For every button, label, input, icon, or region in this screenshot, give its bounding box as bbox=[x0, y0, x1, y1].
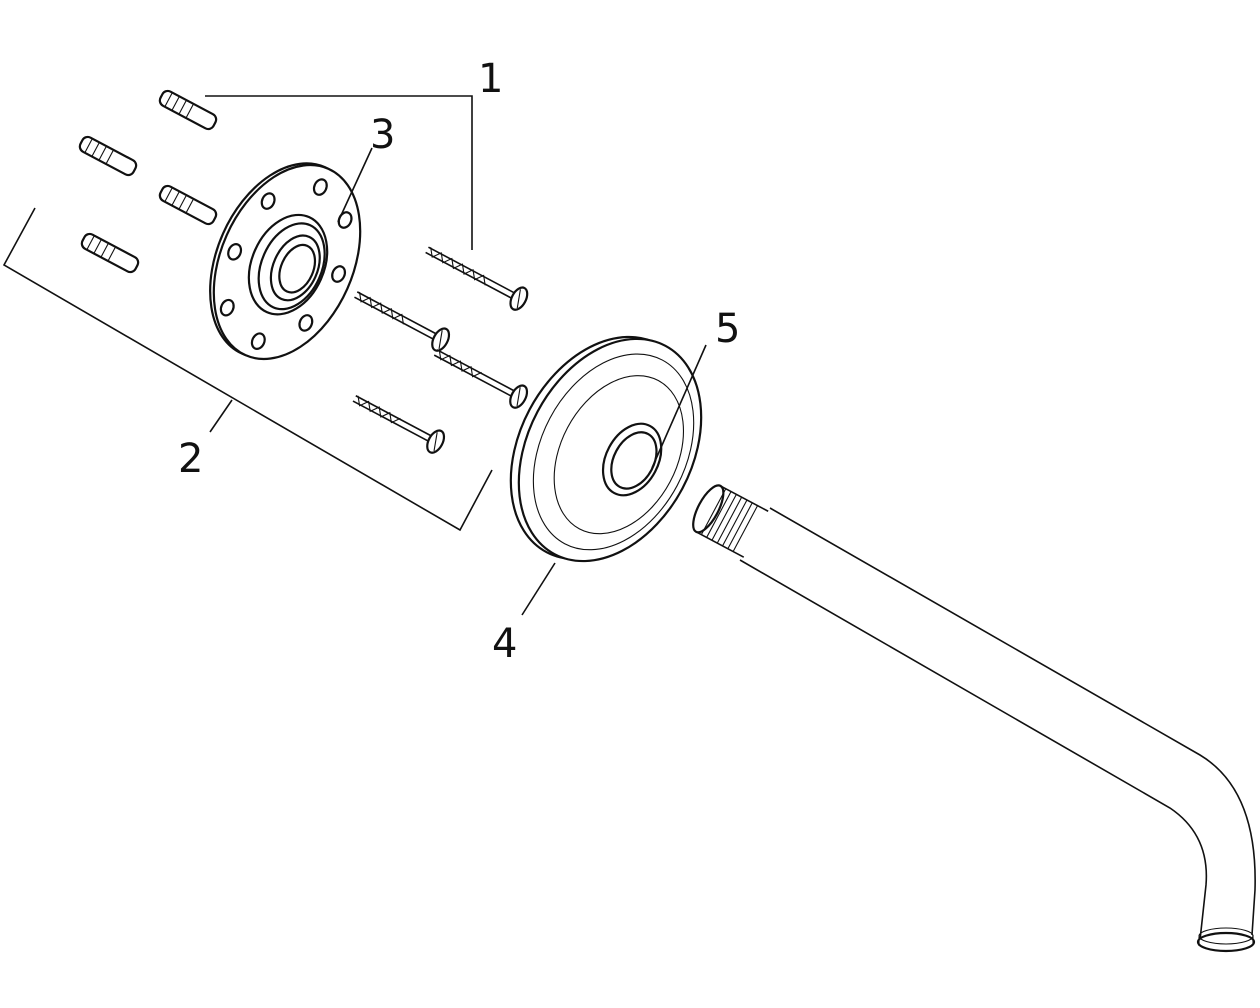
callout-2: 2 bbox=[178, 436, 203, 482]
seal-ring bbox=[610, 431, 658, 490]
callout-1: 1 bbox=[478, 56, 503, 102]
screw-3 bbox=[433, 349, 529, 409]
mounting-flange bbox=[209, 162, 362, 361]
screw-2 bbox=[354, 291, 451, 352]
callout-5: 5 bbox=[715, 306, 740, 352]
wall-plug-1 bbox=[158, 89, 218, 131]
screw-1 bbox=[425, 246, 529, 311]
screw-4 bbox=[352, 395, 446, 454]
wall-plug-2 bbox=[78, 135, 138, 177]
leader-3 bbox=[337, 147, 373, 223]
shower-arm bbox=[692, 484, 1256, 953]
callout-4: 4 bbox=[492, 621, 517, 667]
wall-plug-3 bbox=[158, 184, 218, 226]
callout-3: 3 bbox=[370, 112, 395, 158]
leader-5 bbox=[651, 344, 707, 469]
wall-plug-4 bbox=[80, 232, 140, 274]
bracket-2 bbox=[2, 207, 493, 532]
wall-rosette bbox=[509, 335, 703, 563]
leader-4 bbox=[521, 562, 556, 616]
bracket-1 bbox=[205, 95, 473, 250]
